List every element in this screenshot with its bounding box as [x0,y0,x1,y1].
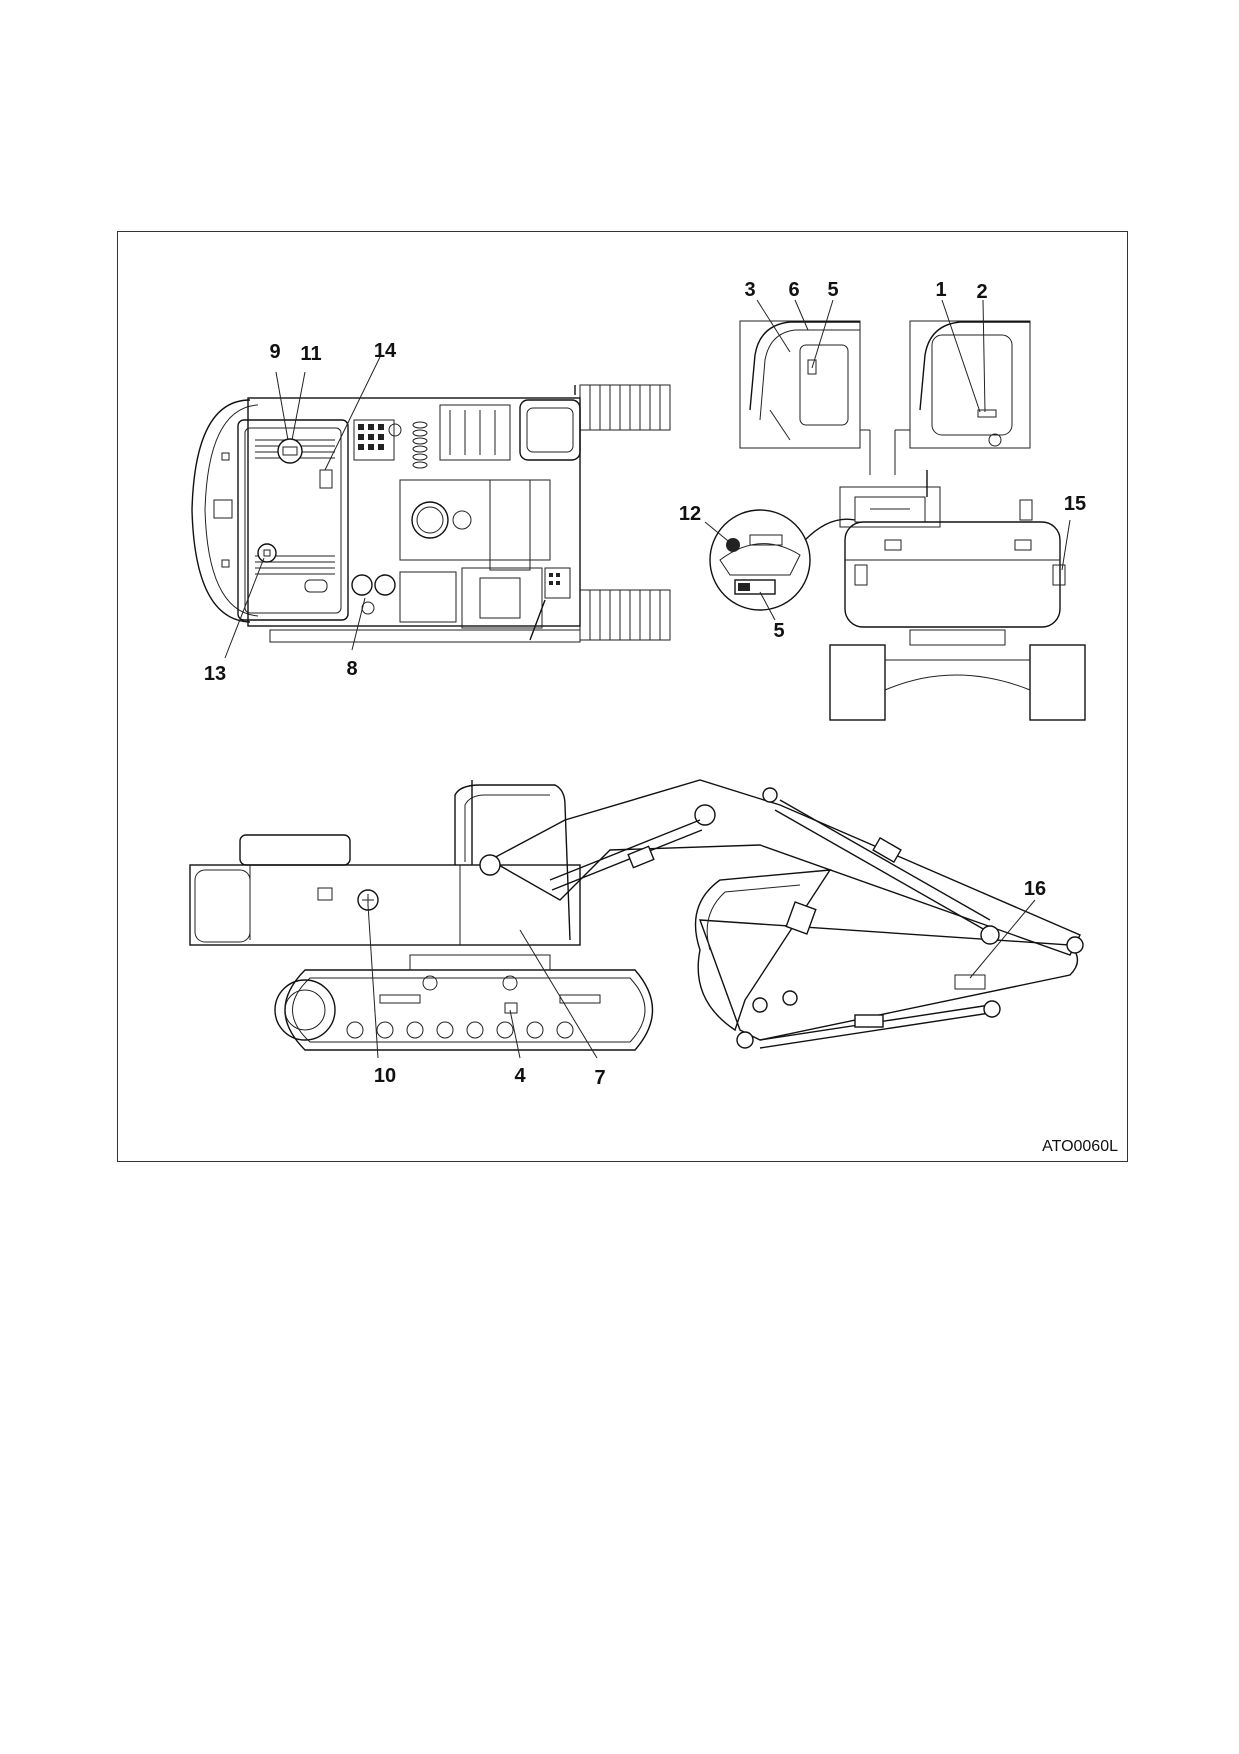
callout-14: 14 [374,340,397,362]
callout-5-seat: 5 [773,620,784,642]
seat-detail [709,509,856,611]
callout-10: 10 [374,1065,396,1087]
callout-2: 2 [976,281,987,303]
top-view-leaders [224,356,381,659]
callout-13: 13 [204,663,226,685]
cab-leaders [756,299,986,413]
figure-code: ATO0060L [1042,1138,1118,1155]
top-view-drawing [191,384,671,643]
callout-11: 11 [300,343,321,365]
callout-4: 4 [514,1065,526,1087]
callout-7: 7 [594,1067,605,1089]
rear-view-drawing [829,470,1086,721]
cab-side-views [739,320,1031,449]
side-view-leaders [367,899,1036,1059]
callout-3: 3 [744,279,755,301]
callout-8: 8 [346,658,357,680]
seat-leaders [704,519,1071,621]
callout-6: 6 [788,279,799,301]
cab-connectors [860,429,910,475]
callout-9: 9 [269,341,280,363]
callout-15: 15 [1064,493,1086,515]
callout-5-cab: 5 [827,279,838,301]
callout-16: 16 [1024,878,1046,900]
side-view-drawing [189,779,1084,1051]
figure-frame [117,231,1128,1162]
callout-12: 12 [679,503,701,525]
callout-1: 1 [935,279,946,301]
